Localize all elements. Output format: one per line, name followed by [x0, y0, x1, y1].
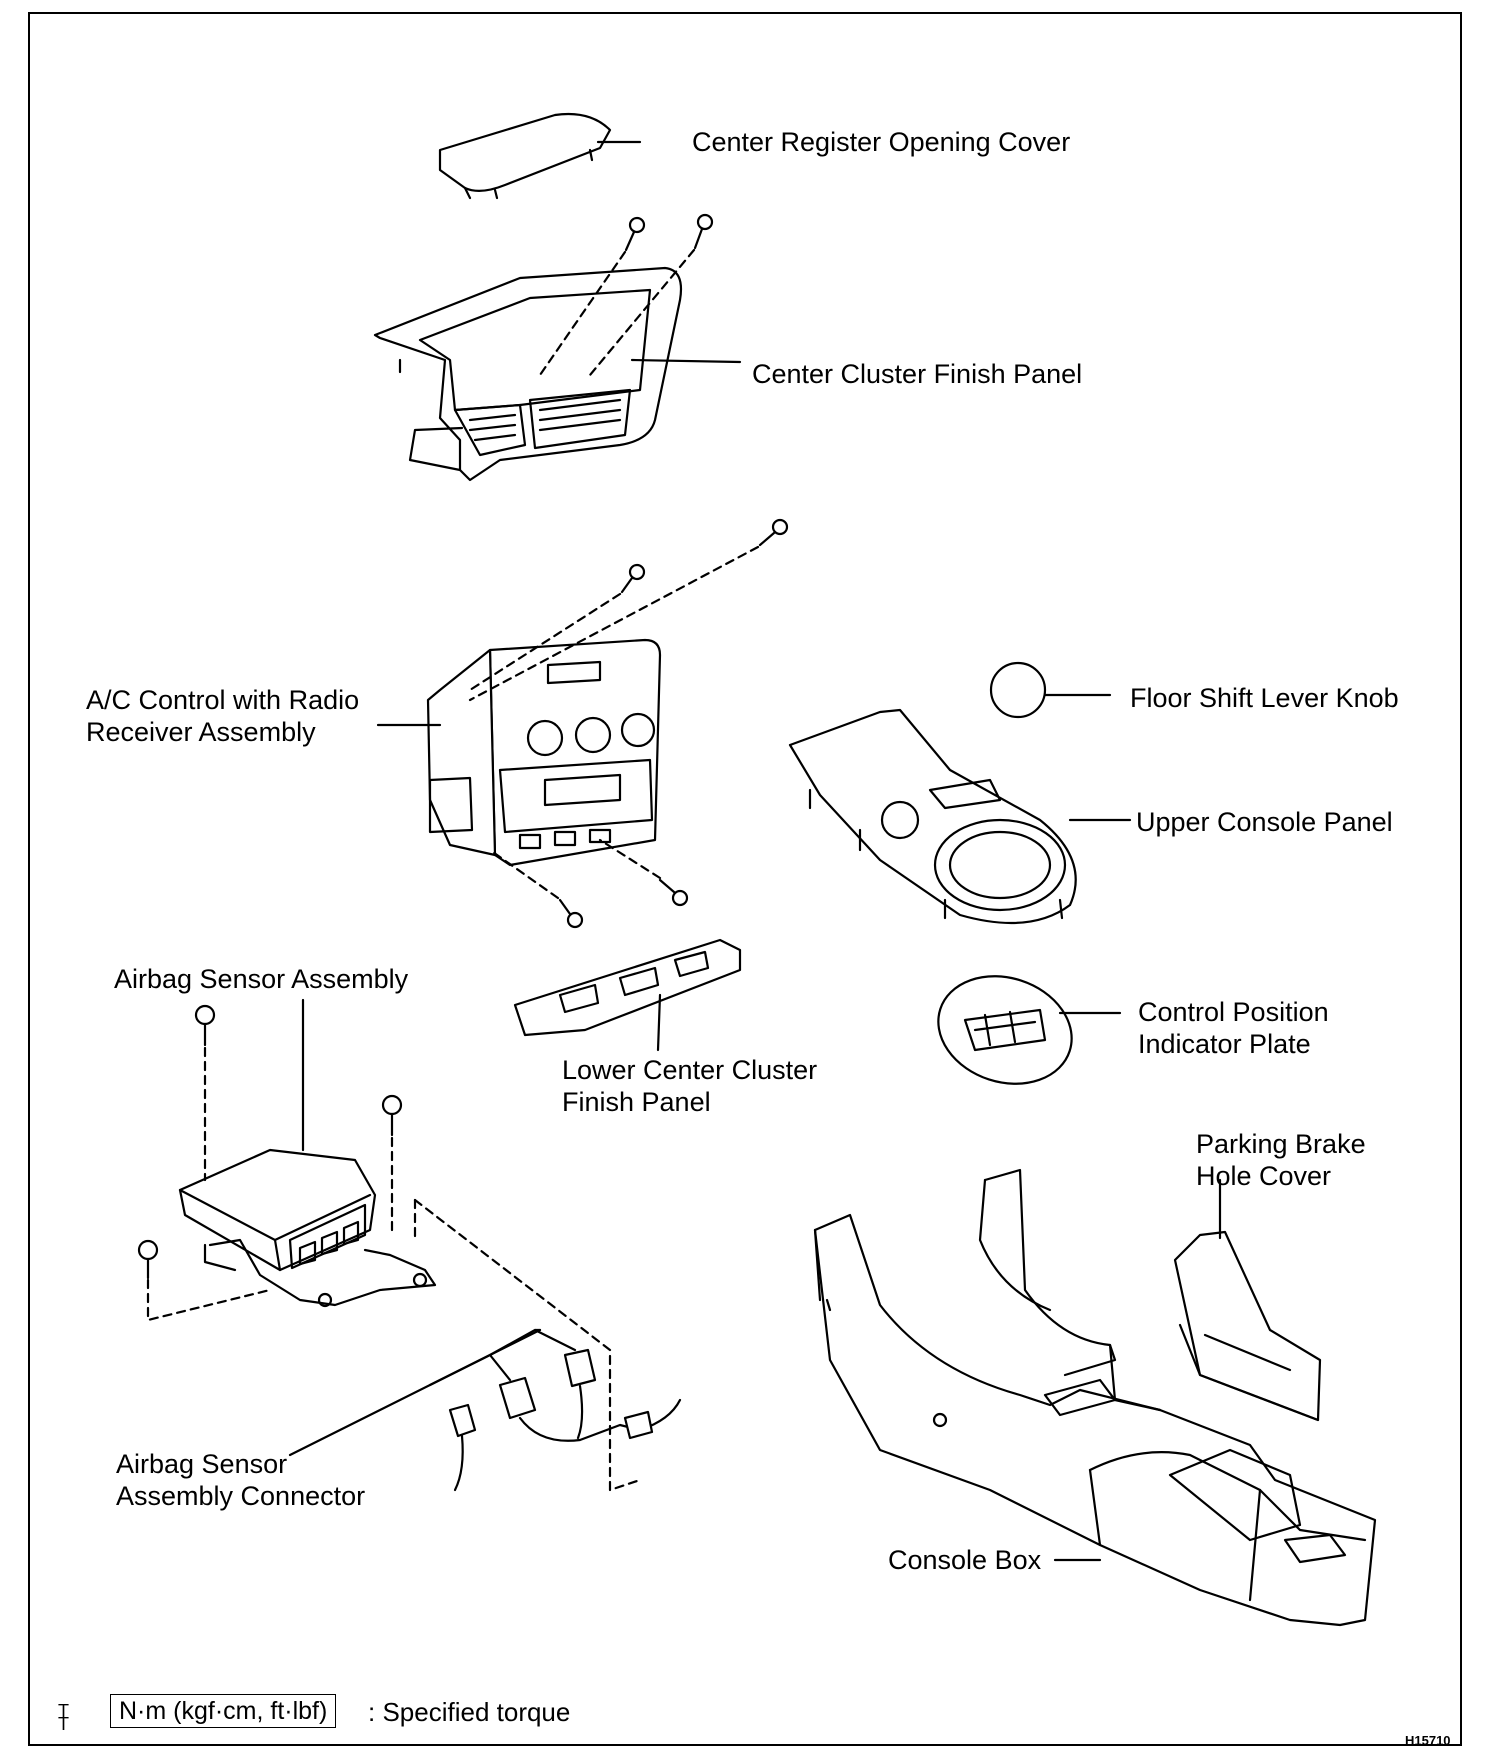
center-cluster-finish-panel-drawing — [373, 213, 742, 482]
torque-unit-box: N·m (kgf·cm, ft·lbf) — [110, 1694, 337, 1728]
screw-icon — [558, 898, 584, 929]
leader-line — [630, 358, 742, 364]
label-line: Hole Cover — [1196, 1161, 1332, 1191]
screw-icon — [194, 1004, 216, 1047]
label-line: Control Position — [1138, 997, 1329, 1027]
console-box-drawing — [813, 1168, 1377, 1627]
label-airbag-sensor-connector: Airbag Sensor Assembly Connector — [116, 1448, 365, 1512]
label-line: Parking Brake — [1196, 1129, 1366, 1159]
label-line: Assembly Connector — [116, 1481, 366, 1511]
lower-center-cluster-finish-panel-drawing — [513, 938, 742, 1052]
label-line: Receiver Assembly — [86, 717, 316, 747]
airbag-sensor-assembly-drawing — [137, 998, 642, 1492]
torque-legend-text: : Specified torque — [368, 1697, 571, 1727]
label-line: Lower Center Cluster — [562, 1055, 818, 1085]
label-ac-control-radio-assembly: A/C Control with Radio Receiver Assembly — [86, 684, 359, 748]
figure-code: H15710 — [1405, 1733, 1451, 1748]
control-position-indicator-plate-drawing — [937, 975, 1122, 1085]
screw-icon — [658, 878, 689, 907]
label-line: Finish Panel — [562, 1087, 711, 1117]
ac-control-radio-assembly-drawing — [376, 518, 789, 929]
label-center-register-opening-cover: Center Register Opening Cover — [692, 127, 1071, 157]
screw-icon — [137, 1239, 159, 1280]
upper-console-panel-drawing — [788, 708, 1132, 925]
label-airbag-sensor-assembly: Airbag Sensor Assembly — [114, 964, 409, 994]
label-line: Indicator Plate — [1138, 1029, 1311, 1059]
center-register-opening-cover-drawing — [438, 112, 642, 200]
label-lower-center-cluster-finish-panel: Lower Center Cluster Finish Panel — [562, 1054, 817, 1118]
leader-line — [656, 993, 662, 1052]
label-console-box: Console Box — [888, 1545, 1042, 1575]
screw-icon — [620, 563, 646, 594]
screw-icon — [693, 213, 714, 250]
label-line: A/C Control with Radio — [86, 685, 360, 715]
floor-shift-lever-knob-drawing — [989, 661, 1112, 719]
label-line: Airbag Sensor — [116, 1449, 288, 1479]
label-floor-shift-lever-knob: Floor Shift Lever Knob — [1130, 683, 1399, 713]
screw-icon — [758, 518, 789, 547]
label-upper-console-panel: Upper Console Panel — [1136, 807, 1393, 837]
screw-icon — [624, 216, 646, 252]
airbag-sensor-connector-drawing — [288, 1328, 682, 1492]
screw-icon — [381, 1094, 403, 1137]
diagram-frame — [28, 12, 1462, 1746]
parking-brake-hole-cover-drawing — [1173, 1178, 1322, 1422]
label-parking-brake-hole-cover: Parking Brake Hole Cover — [1196, 1128, 1366, 1192]
label-control-position-indicator-plate: Control Position Indicator Plate — [1138, 996, 1329, 1060]
label-center-cluster-finish-panel: Center Cluster Finish Panel — [752, 359, 1083, 389]
